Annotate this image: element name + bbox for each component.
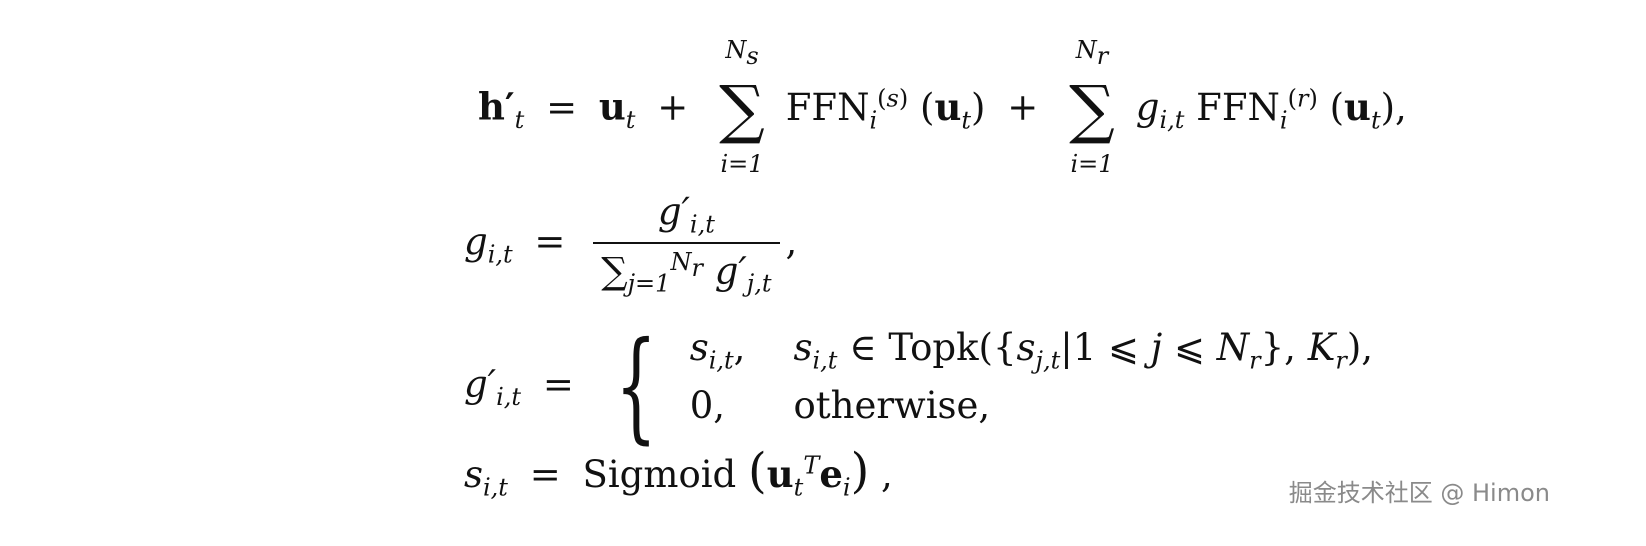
eq3-case-1: si,t, si,t ∈ Topk({sj,t|1 ⩽ j ⩽ Nr}, Kr)… [689,326,1374,375]
eq2-lhs: g [464,220,488,264]
eq2-fraction: g′i,t ∑j=1Nr g′j,t [593,193,780,296]
eq3-brace: { [614,317,657,456]
eq4-lhs: s [464,453,483,496]
watermark-text: 掘金技术社区 @ Himon [1288,479,1550,507]
eq4-lhs-sub: i,t [483,473,508,502]
eq1-ffn-shared: FFNi(s) [785,84,909,134]
eq1-u: u [598,84,626,129]
eq3-lhs-sub: i,t [496,382,522,411]
eq1-lhs: h′ [478,84,515,129]
eq3-cases: si,t, si,t ∈ Topk({sj,t|1 ⩽ j ⩽ Nr}, Kr)… [690,329,1373,445]
equation-topk-gate: g′i,t = { si,t, si,t ∈ Topk({sj,t|1 ⩽ j … [464,317,1374,456]
eq1-lhs-sub: t [514,105,525,134]
equation-sigmoid-affinity: si,t = Sigmoid (utTei) , [464,443,893,502]
equation-gate-normalization: gi,t = g′i,t ∑j=1Nr g′j,t , [464,190,798,299]
eq1-ffn-routed: FFNi(r) [1196,84,1318,134]
eq1-sum-shared: Ns ∑ i=1 [719,36,765,178]
eq3-case-2: 0, otherwise, [689,384,991,427]
eq4-sigmoid: Sigmoid [582,453,737,496]
eq3-lhs: g′ [464,362,497,406]
eq1-sum-routed: Nr ∑ i=1 [1069,36,1115,178]
equation-shared-routed-ffn: h′t = ut + Ns ∑ i=1 FFNi(s) (ut) + Nr ∑ … [478,36,1407,178]
eq1-equals: = [546,85,578,129]
eq2-lhs-sub: i,t [487,240,513,269]
